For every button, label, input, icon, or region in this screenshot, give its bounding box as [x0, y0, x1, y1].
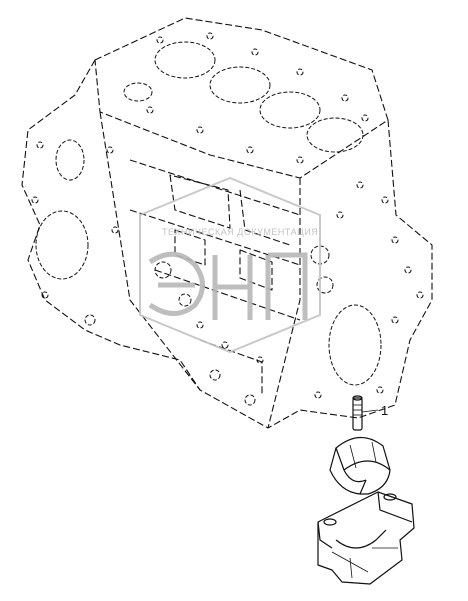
watermark-logo: ТЕХНИЧЕСКАЯ ДОКУМЕНТАЦИЯ	[139, 176, 321, 354]
watermark-text: ТЕХНИЧЕСКАЯ ДОКУМЕНТАЦИЯ	[162, 227, 318, 237]
bearing-shell	[329, 436, 391, 495]
stud-pin	[352, 395, 363, 431]
callout-label: 1	[381, 403, 388, 418]
engine-block	[21, 17, 433, 429]
callout-1: 1	[361, 403, 388, 418]
main-bearing-cap	[317, 491, 415, 585]
